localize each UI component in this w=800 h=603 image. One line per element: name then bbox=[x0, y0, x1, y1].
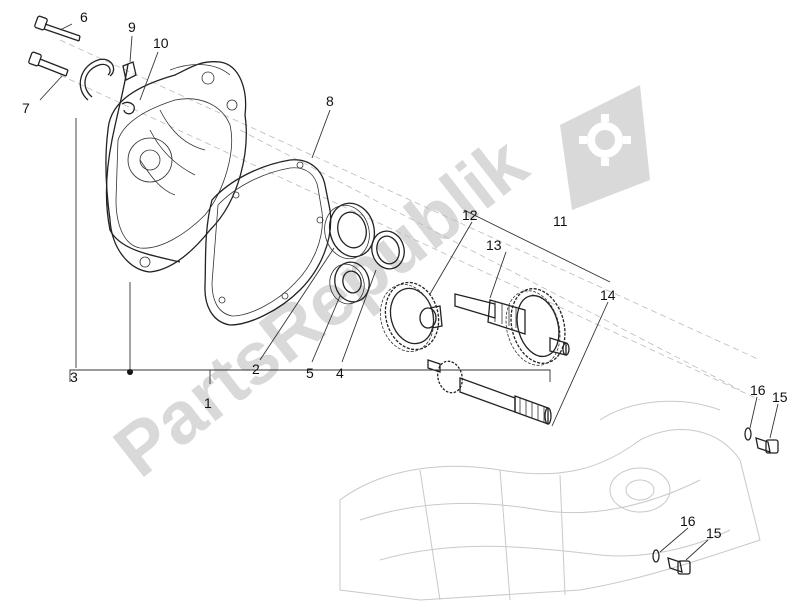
callout-7: 7 bbox=[22, 100, 30, 116]
intermediate-shaft bbox=[454, 288, 570, 366]
callout-15-lower: 15 bbox=[706, 525, 722, 541]
bearing-2 bbox=[324, 202, 376, 260]
bolt-7 bbox=[28, 51, 69, 77]
callout-6: 6 bbox=[80, 9, 88, 25]
callout-3: 3 bbox=[70, 369, 78, 385]
watermark: PartsRepublik bbox=[99, 85, 650, 493]
washer-16-upper bbox=[744, 427, 752, 441]
transmission-cover bbox=[105, 61, 247, 273]
oil-seal bbox=[371, 230, 405, 270]
assembly-axes bbox=[59, 39, 761, 401]
leader-lines bbox=[39, 23, 779, 561]
bearing-5 bbox=[329, 261, 370, 305]
callout-9: 9 bbox=[128, 19, 136, 35]
screw-15-lower bbox=[667, 557, 691, 575]
callout-5: 5 bbox=[306, 365, 314, 381]
output-shaft bbox=[427, 359, 552, 425]
callout-13: 13 bbox=[486, 237, 502, 253]
callout-1: 1 bbox=[204, 395, 212, 411]
callout-16-upper: 16 bbox=[750, 382, 766, 398]
callout-2: 2 bbox=[252, 361, 260, 377]
callout-14: 14 bbox=[600, 287, 616, 303]
callout-4: 4 bbox=[336, 365, 344, 381]
clip-10 bbox=[121, 101, 135, 115]
callout-labels: 1 2 3 4 5 6 7 8 9 10 11 12 13 14 15 16 1… bbox=[22, 9, 788, 541]
callout-16-lower: 16 bbox=[680, 513, 696, 529]
callout-10: 10 bbox=[153, 35, 169, 51]
ghost-engine-outline bbox=[339, 400, 761, 601]
bolt-6 bbox=[34, 15, 81, 42]
washer-16-lower bbox=[652, 549, 660, 563]
bracket-1 bbox=[69, 369, 551, 382]
gear-flag-logo bbox=[560, 85, 650, 210]
oil-dipstick bbox=[105, 61, 181, 263]
cover-gasket bbox=[204, 159, 332, 326]
callout-11: 11 bbox=[553, 213, 568, 229]
callout-15-upper: 15 bbox=[772, 389, 788, 405]
callout-12: 12 bbox=[462, 207, 478, 223]
circlip-ring bbox=[79, 58, 115, 101]
screw-15-upper bbox=[755, 437, 779, 454]
gear-12 bbox=[379, 281, 443, 352]
callout-8: 8 bbox=[326, 93, 334, 109]
